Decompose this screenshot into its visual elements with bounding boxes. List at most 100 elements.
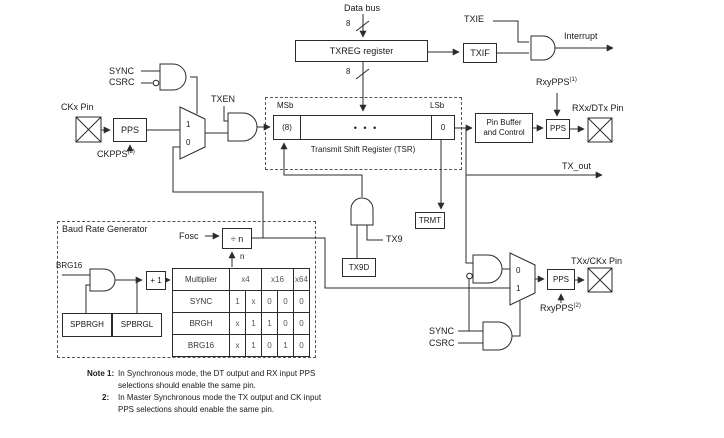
tx9d-label: TX9D — [348, 262, 370, 272]
ckpps-label: CKPPS(2) — [97, 149, 135, 159]
brg16-label: BRG16 — [56, 261, 83, 270]
rxdt-pin-label: RXx/DTx Pin — [572, 103, 624, 113]
lsb-label: LSb — [430, 101, 445, 110]
tsr-dots: • • • — [353, 122, 379, 133]
tx9-label: TX9 — [386, 234, 403, 244]
data-bus-label: Data bus — [344, 3, 381, 13]
bus-width-bottom-label: 8 — [346, 67, 351, 76]
spbrgh-box: SPBRGH — [62, 313, 112, 337]
txreg-register-box: TXREG register — [295, 40, 428, 62]
spbrgh-label: SPBRGH — [70, 320, 104, 329]
table-row: BRGH x 1 1 0 0 — [172, 312, 310, 335]
brg-title: Baud Rate Generator — [62, 224, 148, 234]
tsr-caption: Transmit Shift Register (TSR) — [310, 145, 416, 154]
wire-tx9-gate-out — [280, 142, 363, 197]
pps-ck-box: PPS — [113, 118, 147, 142]
rxypps2-sup: (2) — [573, 303, 581, 309]
tsr-register: (8) • • • 0 — [273, 115, 455, 140]
and-gate-brg16-icon — [89, 268, 116, 292]
rxypps1-text: RxyPPS — [536, 77, 570, 87]
csrc-top-label: CSRC — [109, 77, 135, 87]
wire-spbrgh-gate — [85, 284, 90, 313]
wire-txen — [223, 106, 228, 122]
divide-by-n-box: ÷ n — [222, 228, 252, 249]
table-row: Multiplier x4 x16 x64 — [172, 268, 310, 291]
cell: 1 — [245, 334, 262, 357]
cell: 0 — [277, 312, 294, 335]
bus-width-top-label: 8 — [346, 19, 351, 28]
baud-multiplier-table: Multiplier x4 x16 x64 SYNC 1 x 0 0 0 BRG… — [172, 268, 310, 357]
ckpps-text: CKPPS — [97, 149, 128, 159]
rxypps1-label: RxyPPS(1) — [536, 77, 577, 87]
plus-one-label: + 1 — [150, 275, 162, 285]
cell: 0 — [277, 290, 294, 313]
wire-tx9-stub — [366, 225, 383, 241]
cell: 1 — [229, 290, 246, 313]
table-header-x64: x64 — [293, 268, 310, 291]
spbrgl-box: SPBRGL — [112, 313, 162, 337]
table-row: SYNC 1 x 0 0 0 — [172, 290, 310, 313]
n-label: n — [240, 252, 245, 261]
bus-slash-top — [355, 20, 370, 32]
rxdt-pin-icon — [587, 117, 613, 143]
invert-bubble-sync-icon — [466, 272, 473, 280]
sync-bottom-label: SYNC — [429, 326, 455, 336]
txie-label: TXIE — [464, 14, 485, 24]
trmt-label: TRMT — [418, 215, 442, 225]
pin-buffer-line1: Pin Buffer — [486, 118, 522, 127]
and-gate-txen-icon — [227, 112, 258, 142]
table-row: BRG16 x 1 0 1 0 — [172, 334, 310, 357]
pps-rxdt-box: PPS — [546, 119, 570, 139]
cell: 1 — [261, 312, 278, 335]
note2-line2: PPS selections should enable the same pi… — [118, 405, 275, 414]
and-gate-interrupt-icon — [530, 35, 556, 61]
txck-pin-icon — [587, 267, 613, 293]
note2-label: 2: — [102, 393, 110, 402]
wire-gate6-mux2-select — [512, 301, 521, 337]
note1-label: Note 1: — [87, 369, 115, 378]
invert-bubble-csrc-icon — [152, 79, 160, 87]
pps-txck-box: PPS — [547, 269, 575, 290]
tsr-msb-cell: (8) — [274, 116, 301, 139]
mux-clock-icon — [179, 106, 206, 160]
txck-pin-label: TXx/CKx Pin — [571, 256, 623, 266]
cell: 0 — [261, 334, 278, 357]
mux2-in0-label: 0 — [516, 266, 521, 275]
mux2-in1-label: 1 — [516, 284, 521, 293]
ckx-pin-label: CKx Pin — [61, 102, 94, 112]
wire-mux1-in0-clock — [172, 146, 264, 238]
fosc-label: Fosc — [179, 231, 199, 241]
cell: 1 — [245, 312, 262, 335]
mux1-in1-label: 1 — [186, 120, 191, 129]
cell: 0 — [293, 290, 310, 313]
txreg-label: TXREG register — [329, 46, 394, 56]
pps-txck-label: PPS — [552, 274, 569, 284]
pps-ck-label: PPS — [120, 125, 139, 135]
table-header-multiplier: Multiplier — [172, 268, 230, 291]
csrc-bottom-label: CSRC — [429, 338, 455, 348]
row-brgh-label: BRGH — [172, 312, 230, 335]
cell: x — [245, 290, 262, 313]
ckpps-sup: (2) — [127, 149, 135, 155]
msb-label: MSb — [277, 101, 294, 110]
brg-dashed-box — [57, 221, 316, 358]
rxypps1-sup: (1) — [569, 77, 577, 83]
row-brg16-label: BRG16 — [172, 334, 230, 357]
interrupt-label: Interrupt — [564, 31, 598, 41]
row-sync-label: SYNC — [172, 290, 230, 313]
cell: 0 — [293, 312, 310, 335]
note2-line1: In Master Synchronous mode the TX output… — [118, 393, 322, 402]
tx9d-box: TX9D — [342, 258, 376, 277]
and-gate-sync-csrc-top-icon — [159, 63, 187, 91]
tsr-lsb-cell: 0 — [431, 116, 454, 139]
pps-rxdt-label: PPS — [549, 124, 566, 133]
cell: 0 — [261, 290, 278, 313]
cell: x — [229, 334, 246, 357]
and-gate-data-icon — [472, 254, 503, 284]
bus-slash-bottom — [355, 68, 370, 80]
wire-tsr-data-down — [465, 128, 473, 264]
trmt-box: TRMT — [415, 212, 445, 229]
sync-top-label: SYNC — [109, 66, 135, 76]
pin-buffer-box: Pin Buffer and Control — [475, 113, 533, 143]
